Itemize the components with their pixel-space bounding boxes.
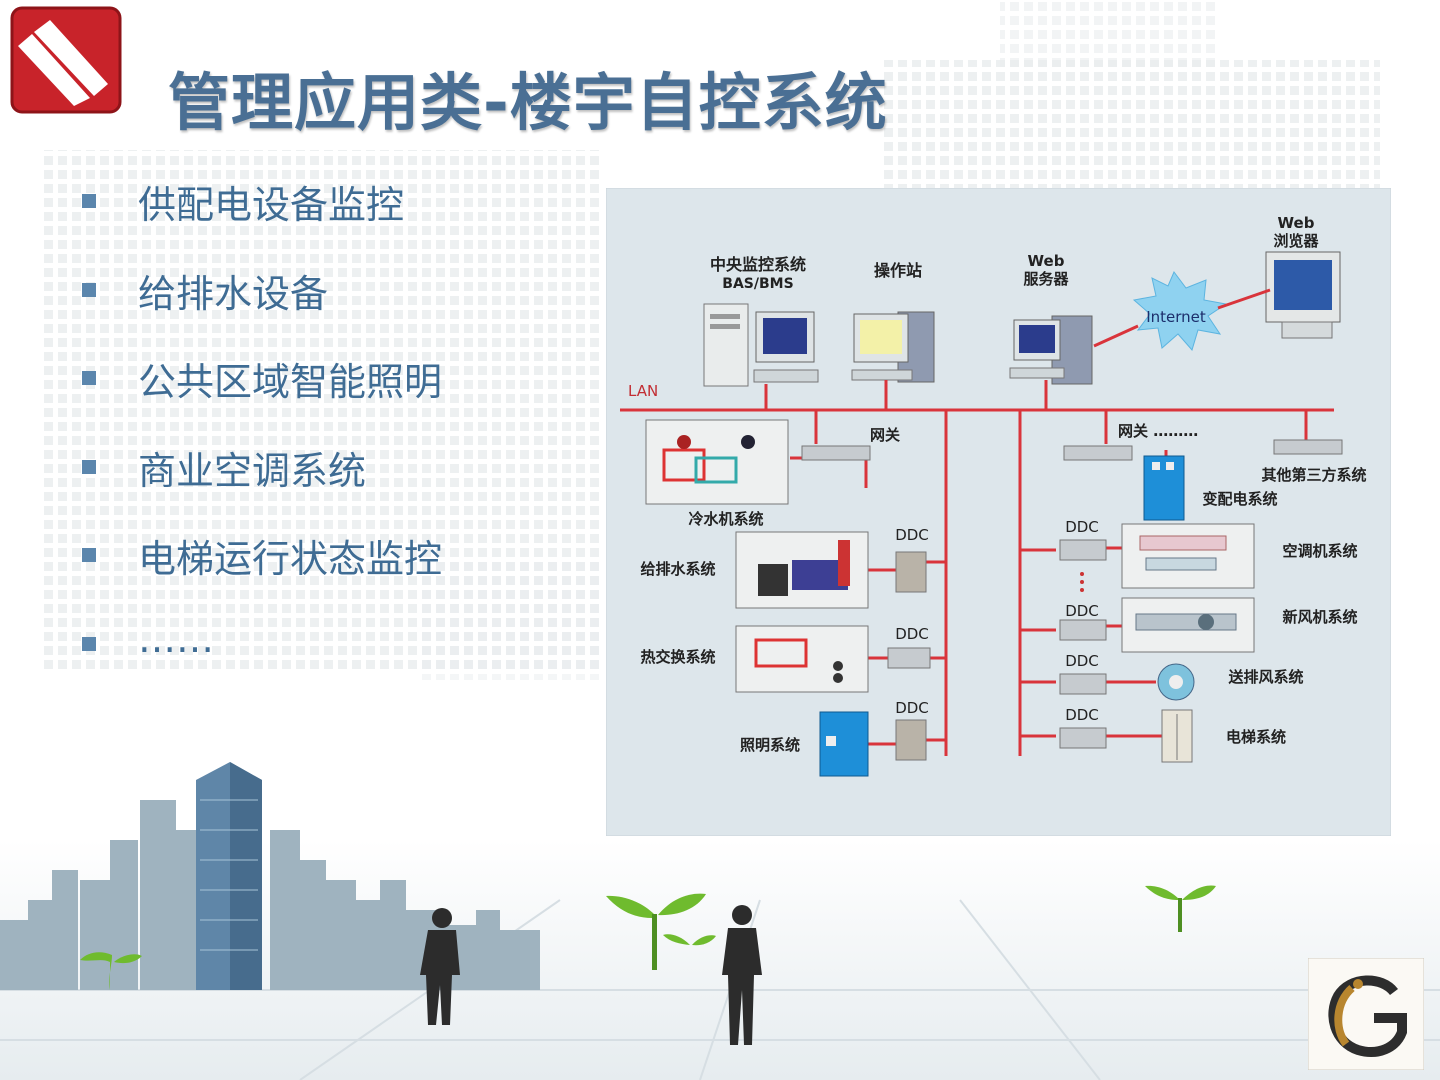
chiller-label: 冷水机系统: [688, 510, 763, 528]
gateway-device-icon: [801, 439, 1343, 461]
web-browser-icon: [1265, 251, 1341, 339]
internet-cloud-icon: [1132, 271, 1228, 352]
fresh-air-label: 新风机系统: [1282, 608, 1357, 626]
web-browser-label-2: 浏览器: [1273, 232, 1319, 250]
central-label: 中央监控系统: [710, 255, 806, 274]
ddc-label: DDC: [1065, 602, 1099, 620]
ahu-label: 空调机系统: [1282, 542, 1357, 560]
power-label: 变配电系统: [1202, 490, 1277, 508]
fan-label: 送排风系统: [1227, 668, 1303, 686]
fresh-air-icon: [1121, 597, 1255, 653]
bas-system-diagram: 中央监控系统 BAS/BMS 操作站 Web 服务器 Internet Web …: [606, 188, 1391, 836]
bullet-square-icon: [82, 636, 96, 651]
web-server-label-1: Web: [1028, 252, 1065, 270]
gateway-label-2: 网关 ………: [1118, 422, 1198, 440]
central-monitor-icon: [703, 303, 819, 387]
bullet-square-icon: [82, 194, 96, 208]
ddc-label: DDC: [895, 625, 929, 643]
ddc-controller-icon: [887, 551, 931, 761]
water-label: 给排水系统: [640, 560, 715, 578]
bullet-square-icon: [82, 282, 96, 297]
company-logo-icon: [1308, 958, 1424, 1070]
power-distribution-icon: [1143, 455, 1185, 521]
third-party-label: 其他第三方系统: [1261, 466, 1366, 484]
chiller-system-icon: [645, 419, 789, 505]
elevator-label: 电梯系统: [1226, 728, 1286, 746]
ddc-controller-icon: [1059, 539, 1107, 749]
internet-label: Internet: [1146, 308, 1206, 326]
elevator-icon: [1161, 709, 1193, 763]
ellipsis-dots-icon: [1080, 572, 1084, 592]
water-system-icon: [735, 531, 869, 609]
slide-title: 管理应用类-楼宇自控系统: [168, 66, 888, 139]
bullet-square-icon: [82, 459, 96, 474]
ahu-system-icon: [1121, 523, 1255, 589]
ddc-label: DDC: [1065, 652, 1099, 670]
fan-system-icon: [1157, 663, 1195, 701]
heat-exchange-icon: [735, 625, 869, 693]
lighting-label: 照明系统: [740, 736, 800, 754]
central-sub-label: BAS/BMS: [722, 276, 793, 292]
bullet-square-icon: [82, 371, 96, 385]
gateway-label-1: 网关: [870, 426, 900, 444]
ddc-label: DDC: [895, 526, 929, 544]
operator-station-icon: [851, 311, 935, 383]
web-server-icon: [1009, 315, 1093, 385]
brand-logo-icon: [10, 6, 122, 114]
lan-label: LAN: [628, 382, 658, 400]
heat-label: 热交换系统: [640, 648, 715, 666]
operator-label: 操作站: [874, 261, 922, 280]
bullet-square-icon: [82, 548, 96, 562]
web-browser-label-1: Web: [1278, 214, 1315, 232]
ddc-label: DDC: [1065, 518, 1099, 536]
web-server-label-2: 服务器: [1023, 270, 1069, 288]
ddc-label: DDC: [1065, 706, 1099, 724]
lighting-system-icon: [819, 711, 869, 777]
ddc-label: DDC: [895, 699, 929, 717]
